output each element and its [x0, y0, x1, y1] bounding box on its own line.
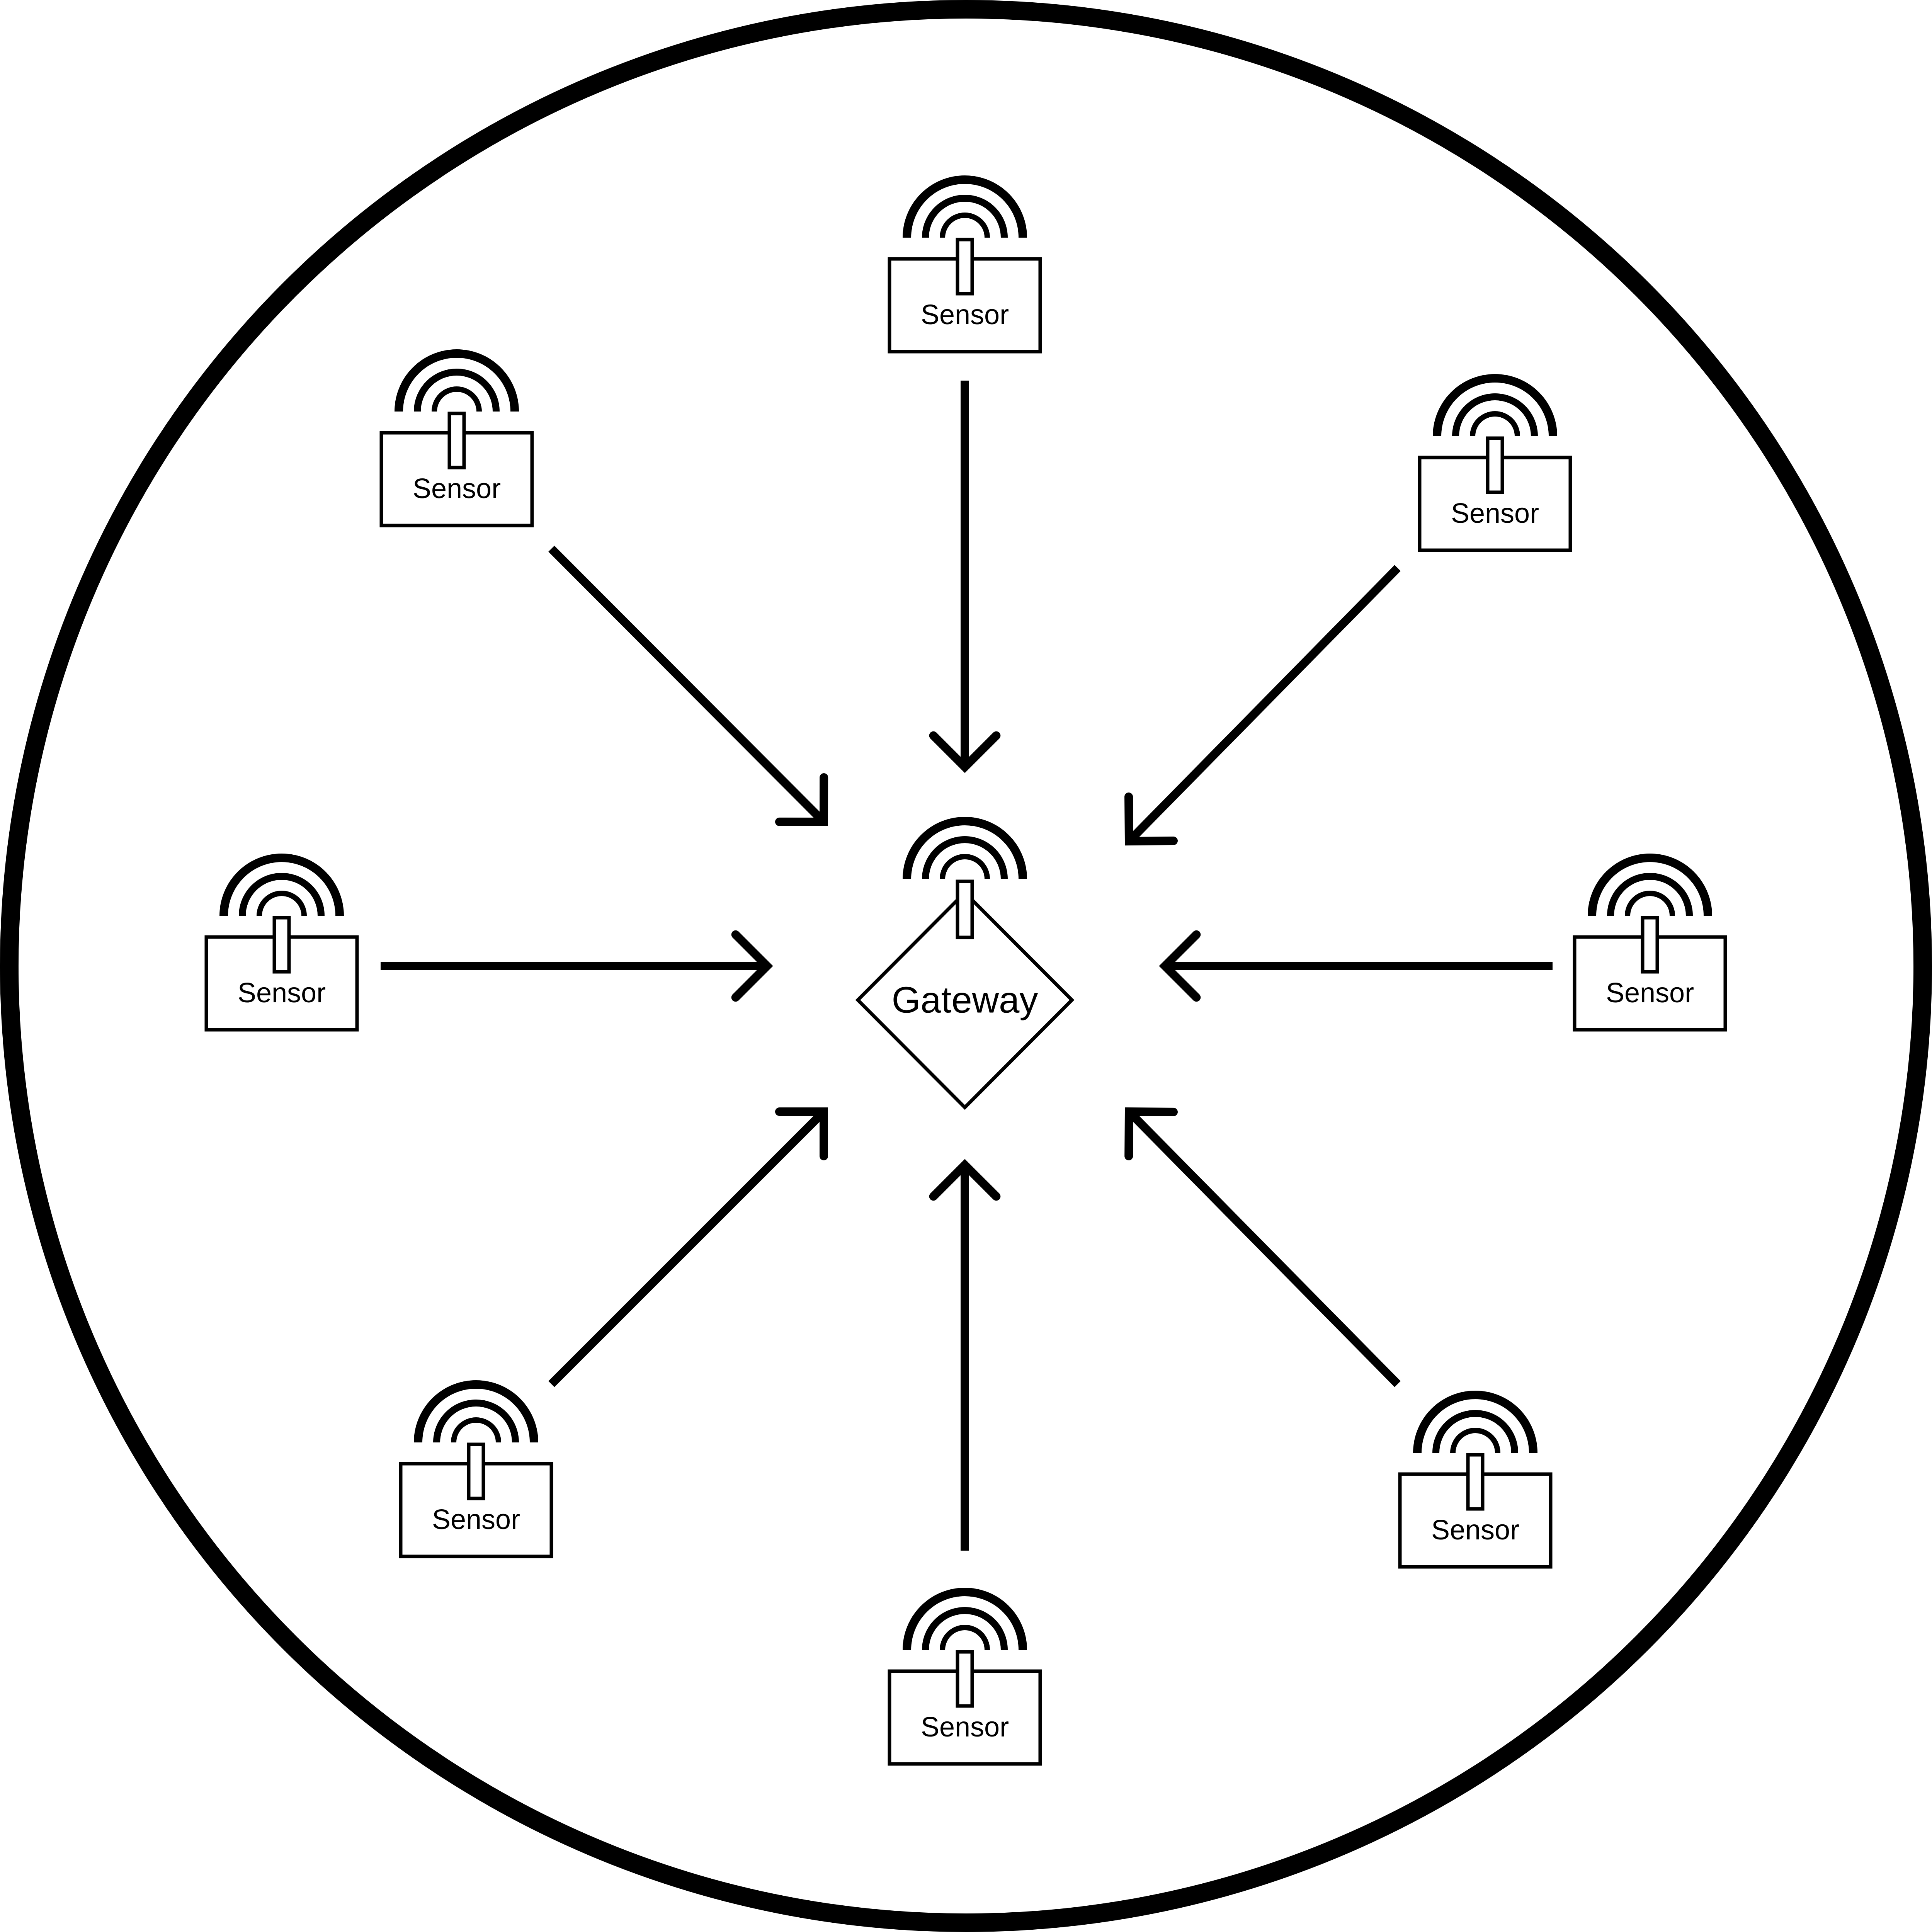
- gateway-node: Gateway: [855, 821, 1075, 1110]
- sensor-node-bottom-left: Sensor: [399, 1384, 553, 1558]
- sensor-node-top-right: Sensor: [1418, 378, 1572, 552]
- sensor-label: Sensor: [238, 978, 326, 1009]
- sensor-node-left: Sensor: [204, 858, 359, 1032]
- arrowhead: [1124, 793, 1178, 846]
- sensor-node-top-left: Sensor: [379, 354, 534, 527]
- antenna: [1641, 916, 1659, 974]
- sensor-node-bottom: Sensor: [888, 1592, 1042, 1766]
- edge-arrow-bottom-left: [548, 1107, 828, 1387]
- arrowhead: [731, 930, 773, 1002]
- edge-arrow-bottom: [929, 1159, 1001, 1551]
- arrowhead: [775, 1107, 828, 1160]
- wifi-signal-icon: [1592, 858, 1708, 916]
- gateway-diamond: [855, 890, 1075, 1110]
- antenna: [272, 916, 291, 974]
- antenna: [1486, 436, 1504, 494]
- wifi-signal-icon: [907, 1592, 1023, 1650]
- sensor-label: Sensor: [921, 299, 1009, 330]
- edge-arrow-top: [929, 381, 1001, 773]
- arrowhead: [775, 773, 828, 827]
- sensor-label: Sensor: [1606, 978, 1694, 1009]
- antenna: [447, 412, 466, 469]
- wifi-signal-icon: [907, 821, 1023, 879]
- sensor-label: Sensor: [432, 1504, 520, 1535]
- antenna: [1466, 1453, 1485, 1511]
- arrowhead: [929, 1159, 1001, 1201]
- sensor-node-top: Sensor: [888, 180, 1042, 354]
- arrowhead: [1159, 930, 1201, 1002]
- sensor-nodes: SensorSensorSensorSensorSensorSensorSens…: [204, 180, 1727, 1766]
- edge-arrow-top-right: [1124, 565, 1401, 846]
- edge-arrow-left: [381, 930, 773, 1002]
- edge-arrow-right: [1159, 930, 1553, 1002]
- arrowhead: [929, 731, 1001, 773]
- gateway-label: Gateway: [892, 980, 1038, 1021]
- antenna: [956, 238, 974, 296]
- sensor-node-right: Sensor: [1573, 858, 1727, 1032]
- sensor-label: Sensor: [413, 473, 501, 504]
- sensor-label: Sensor: [1451, 498, 1539, 529]
- wifi-signal-icon: [1437, 378, 1553, 436]
- wifi-signal-icon: [224, 858, 340, 916]
- sensor-node-bottom-right: Sensor: [1398, 1395, 1553, 1569]
- wifi-signal-icon: [418, 1384, 534, 1442]
- wifi-signal-icon: [907, 180, 1023, 238]
- antenna: [467, 1442, 485, 1500]
- arrowhead: [1124, 1107, 1178, 1160]
- sensor-label: Sensor: [1431, 1515, 1519, 1546]
- sensor-label: Sensor: [921, 1712, 1009, 1743]
- wifi-signal-icon: [399, 354, 515, 412]
- antenna: [956, 1650, 974, 1708]
- edge-arrow-top-left: [548, 546, 828, 827]
- edge-arrow-bottom-right: [1124, 1107, 1401, 1387]
- antenna: [956, 879, 974, 939]
- wifi-signal-icon: [1417, 1395, 1533, 1453]
- edges: [381, 381, 1553, 1551]
